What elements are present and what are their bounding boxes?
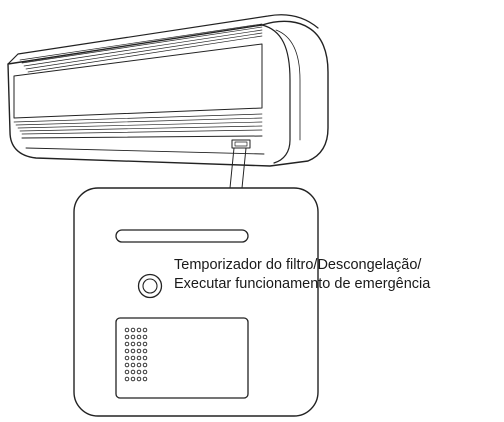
receiver-dot-grid — [124, 327, 148, 382]
unit-body-outline — [7, 20, 329, 167]
zoomed-panel-frame — [73, 187, 319, 417]
indicator-slot — [115, 229, 249, 243]
top-grille — [19, 23, 263, 73]
callout-label-line-2: Executar funcionamento de emergência — [174, 276, 431, 292]
indoor-unit — [7, 14, 329, 167]
control-window — [231, 139, 251, 149]
leader-lines — [229, 147, 247, 189]
unit-top-surface — [7, 14, 319, 65]
emergency-button-icon — [137, 273, 163, 299]
callout-label-line-1: Temporizador do filtro/Descongelação/ — [174, 257, 422, 273]
louver — [13, 113, 263, 135]
signal-receiver-window — [115, 317, 249, 399]
unit-end-cap — [261, 24, 291, 164]
zoomed-panel — [73, 187, 319, 417]
front-panel — [13, 43, 263, 119]
